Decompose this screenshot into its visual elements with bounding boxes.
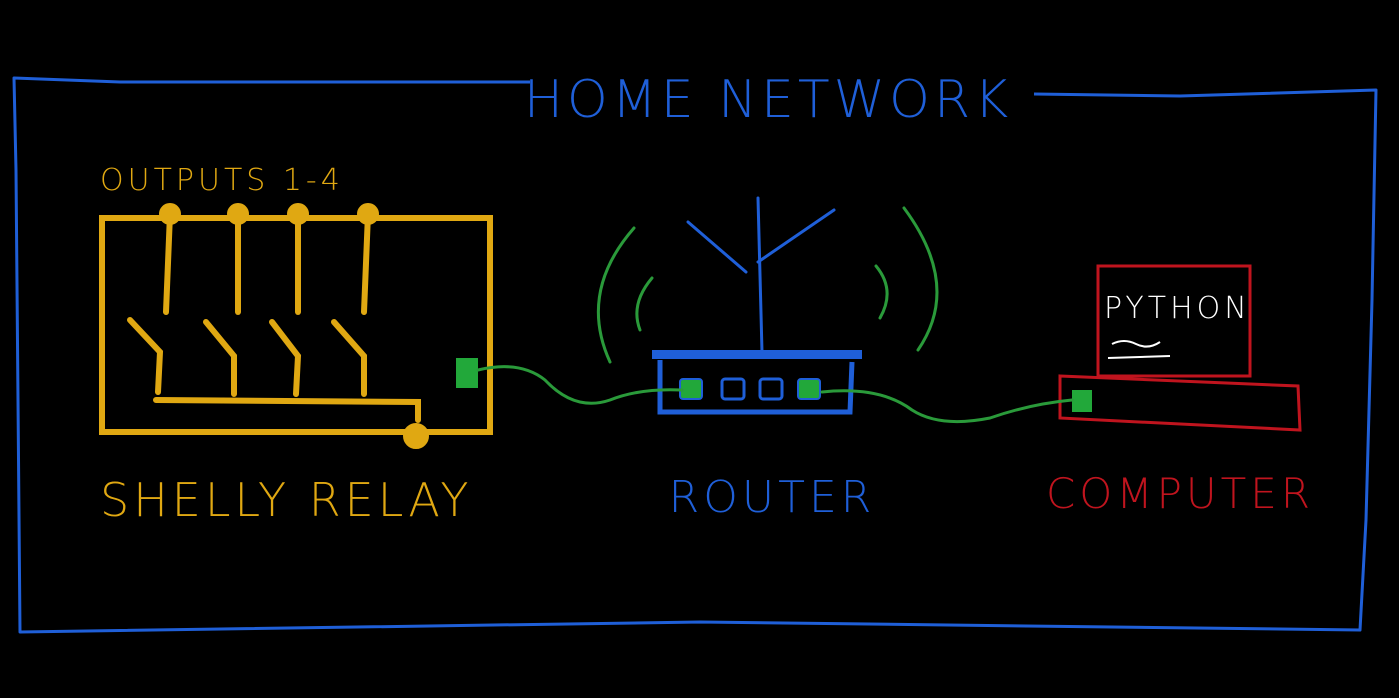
relay-output-4 <box>331 203 379 397</box>
diagram-title: HOME NETWORK <box>524 70 1012 130</box>
computer-screen <box>1096 264 1252 378</box>
router-port-2 <box>720 377 746 401</box>
computer-name-label: COMPUTER <box>1046 469 1314 518</box>
computer <box>1058 264 1302 432</box>
home-network-frame <box>12 76 1378 634</box>
relay-name-label: SHELLY RELAY <box>100 473 472 527</box>
screen-text-squiggle <box>1107 340 1171 359</box>
cable-relay-router <box>476 365 684 405</box>
router-port-4 <box>797 378 821 400</box>
router-antennas <box>686 196 836 354</box>
router-name-label: ROUTER <box>669 472 876 523</box>
computer-screen-text: PYTHON <box>1104 291 1251 326</box>
computer-network-port <box>1072 390 1092 412</box>
relay-outputs-label: OUTPUTS 1-4 <box>100 163 344 198</box>
router-port-1 <box>679 378 703 400</box>
cable-router-computer <box>820 389 1074 424</box>
relay-output-1 <box>127 203 181 395</box>
relay-output-2 <box>203 203 249 397</box>
relay-network-port <box>456 358 478 388</box>
router-wifi-waves <box>596 206 939 364</box>
router-port-3 <box>758 377 784 401</box>
computer-base <box>1058 374 1302 432</box>
relay-common-terminal <box>403 423 429 449</box>
relay-output-3 <box>269 203 309 397</box>
router <box>652 350 862 415</box>
shelly-relay <box>99 203 493 449</box>
network-cables <box>476 365 1074 424</box>
